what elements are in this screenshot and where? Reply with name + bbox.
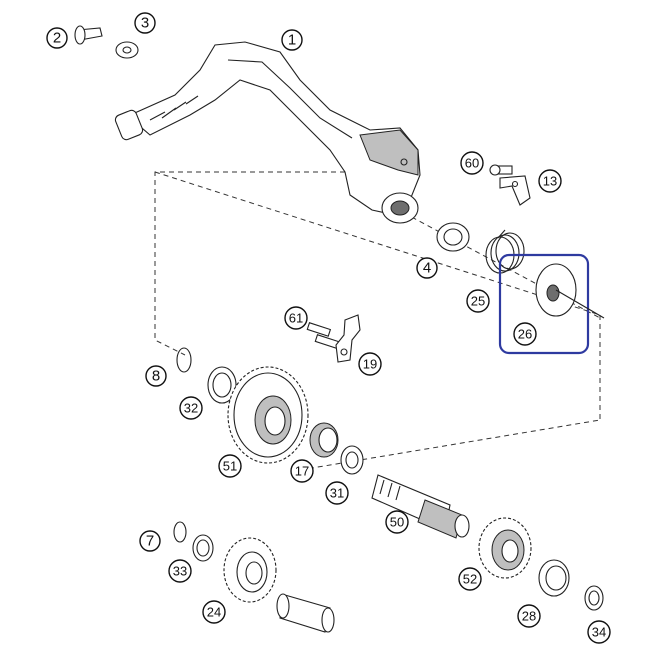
callout-8: 8 <box>145 365 167 387</box>
callout-52: 52 <box>458 567 482 591</box>
bolts-and-guide-parts <box>306 314 361 363</box>
svg-text:13: 13 <box>543 174 557 189</box>
svg-text:2: 2 <box>53 30 61 47</box>
callout-26: 26 <box>513 322 537 346</box>
callout-34: 34 <box>587 620 611 644</box>
svg-text:26: 26 <box>518 327 532 342</box>
callout-31: 31 <box>325 481 349 505</box>
svg-text:7: 7 <box>146 533 154 550</box>
svg-text:31: 31 <box>330 486 344 501</box>
svg-text:61: 61 <box>289 311 303 326</box>
svg-text:33: 33 <box>173 564 187 579</box>
svg-text:28: 28 <box>522 609 536 624</box>
svg-text:25: 25 <box>471 294 485 309</box>
callout-17: 17 <box>290 459 314 483</box>
callout-24: 24 <box>202 600 226 624</box>
spring-part <box>485 229 525 274</box>
callout-50: 50 <box>385 510 409 534</box>
bushing-part <box>276 593 335 633</box>
callout-28: 28 <box>517 604 541 628</box>
pin-part <box>74 25 103 45</box>
washer-part <box>584 585 604 611</box>
callout-1: 1 <box>281 29 303 51</box>
callout-4: 4 <box>416 257 438 279</box>
gear-part <box>227 366 309 464</box>
circlip-part <box>176 347 192 373</box>
spring-part <box>538 559 570 597</box>
callout-60: 60 <box>460 151 484 175</box>
svg-text:1: 1 <box>288 32 296 49</box>
svg-text:8: 8 <box>152 368 160 385</box>
svg-text:52: 52 <box>463 572 477 587</box>
callout-3: 3 <box>134 12 156 34</box>
callout-25: 25 <box>466 289 490 313</box>
assembly-guide-lines <box>154 171 601 471</box>
washer-part <box>192 534 214 562</box>
svg-text:17: 17 <box>295 464 309 479</box>
washer-part <box>115 41 139 59</box>
washer-part <box>207 366 237 404</box>
callout-2: 2 <box>46 27 68 49</box>
svg-text:4: 4 <box>423 260 431 277</box>
callout-33: 33 <box>168 559 192 583</box>
washer-part <box>436 222 470 252</box>
svg-text:51: 51 <box>223 459 237 474</box>
kick-gear-part <box>478 517 532 579</box>
svg-text:50: 50 <box>390 515 404 530</box>
svg-text:60: 60 <box>465 156 479 171</box>
bolt-and-bracket-parts <box>489 164 531 206</box>
highlight-box <box>498 253 590 355</box>
kick-shaft-part <box>371 474 470 539</box>
svg-text:24: 24 <box>207 605 221 620</box>
circlip-part <box>173 521 187 543</box>
needle-bearing-part <box>309 422 339 458</box>
callout-51: 51 <box>218 454 242 478</box>
svg-text:32: 32 <box>184 401 198 416</box>
kick-lever-part <box>114 41 421 224</box>
svg-text:19: 19 <box>363 357 377 372</box>
callout-32: 32 <box>179 396 203 420</box>
callout-7: 7 <box>139 530 161 552</box>
callout-13: 13 <box>538 169 562 193</box>
callout-61: 61 <box>284 306 308 330</box>
svg-text:34: 34 <box>592 625 606 640</box>
gear-part <box>223 537 277 603</box>
washer-part <box>340 445 364 475</box>
svg-text:3: 3 <box>141 15 149 32</box>
leader-line <box>555 289 605 319</box>
callout-19: 19 <box>358 352 382 376</box>
